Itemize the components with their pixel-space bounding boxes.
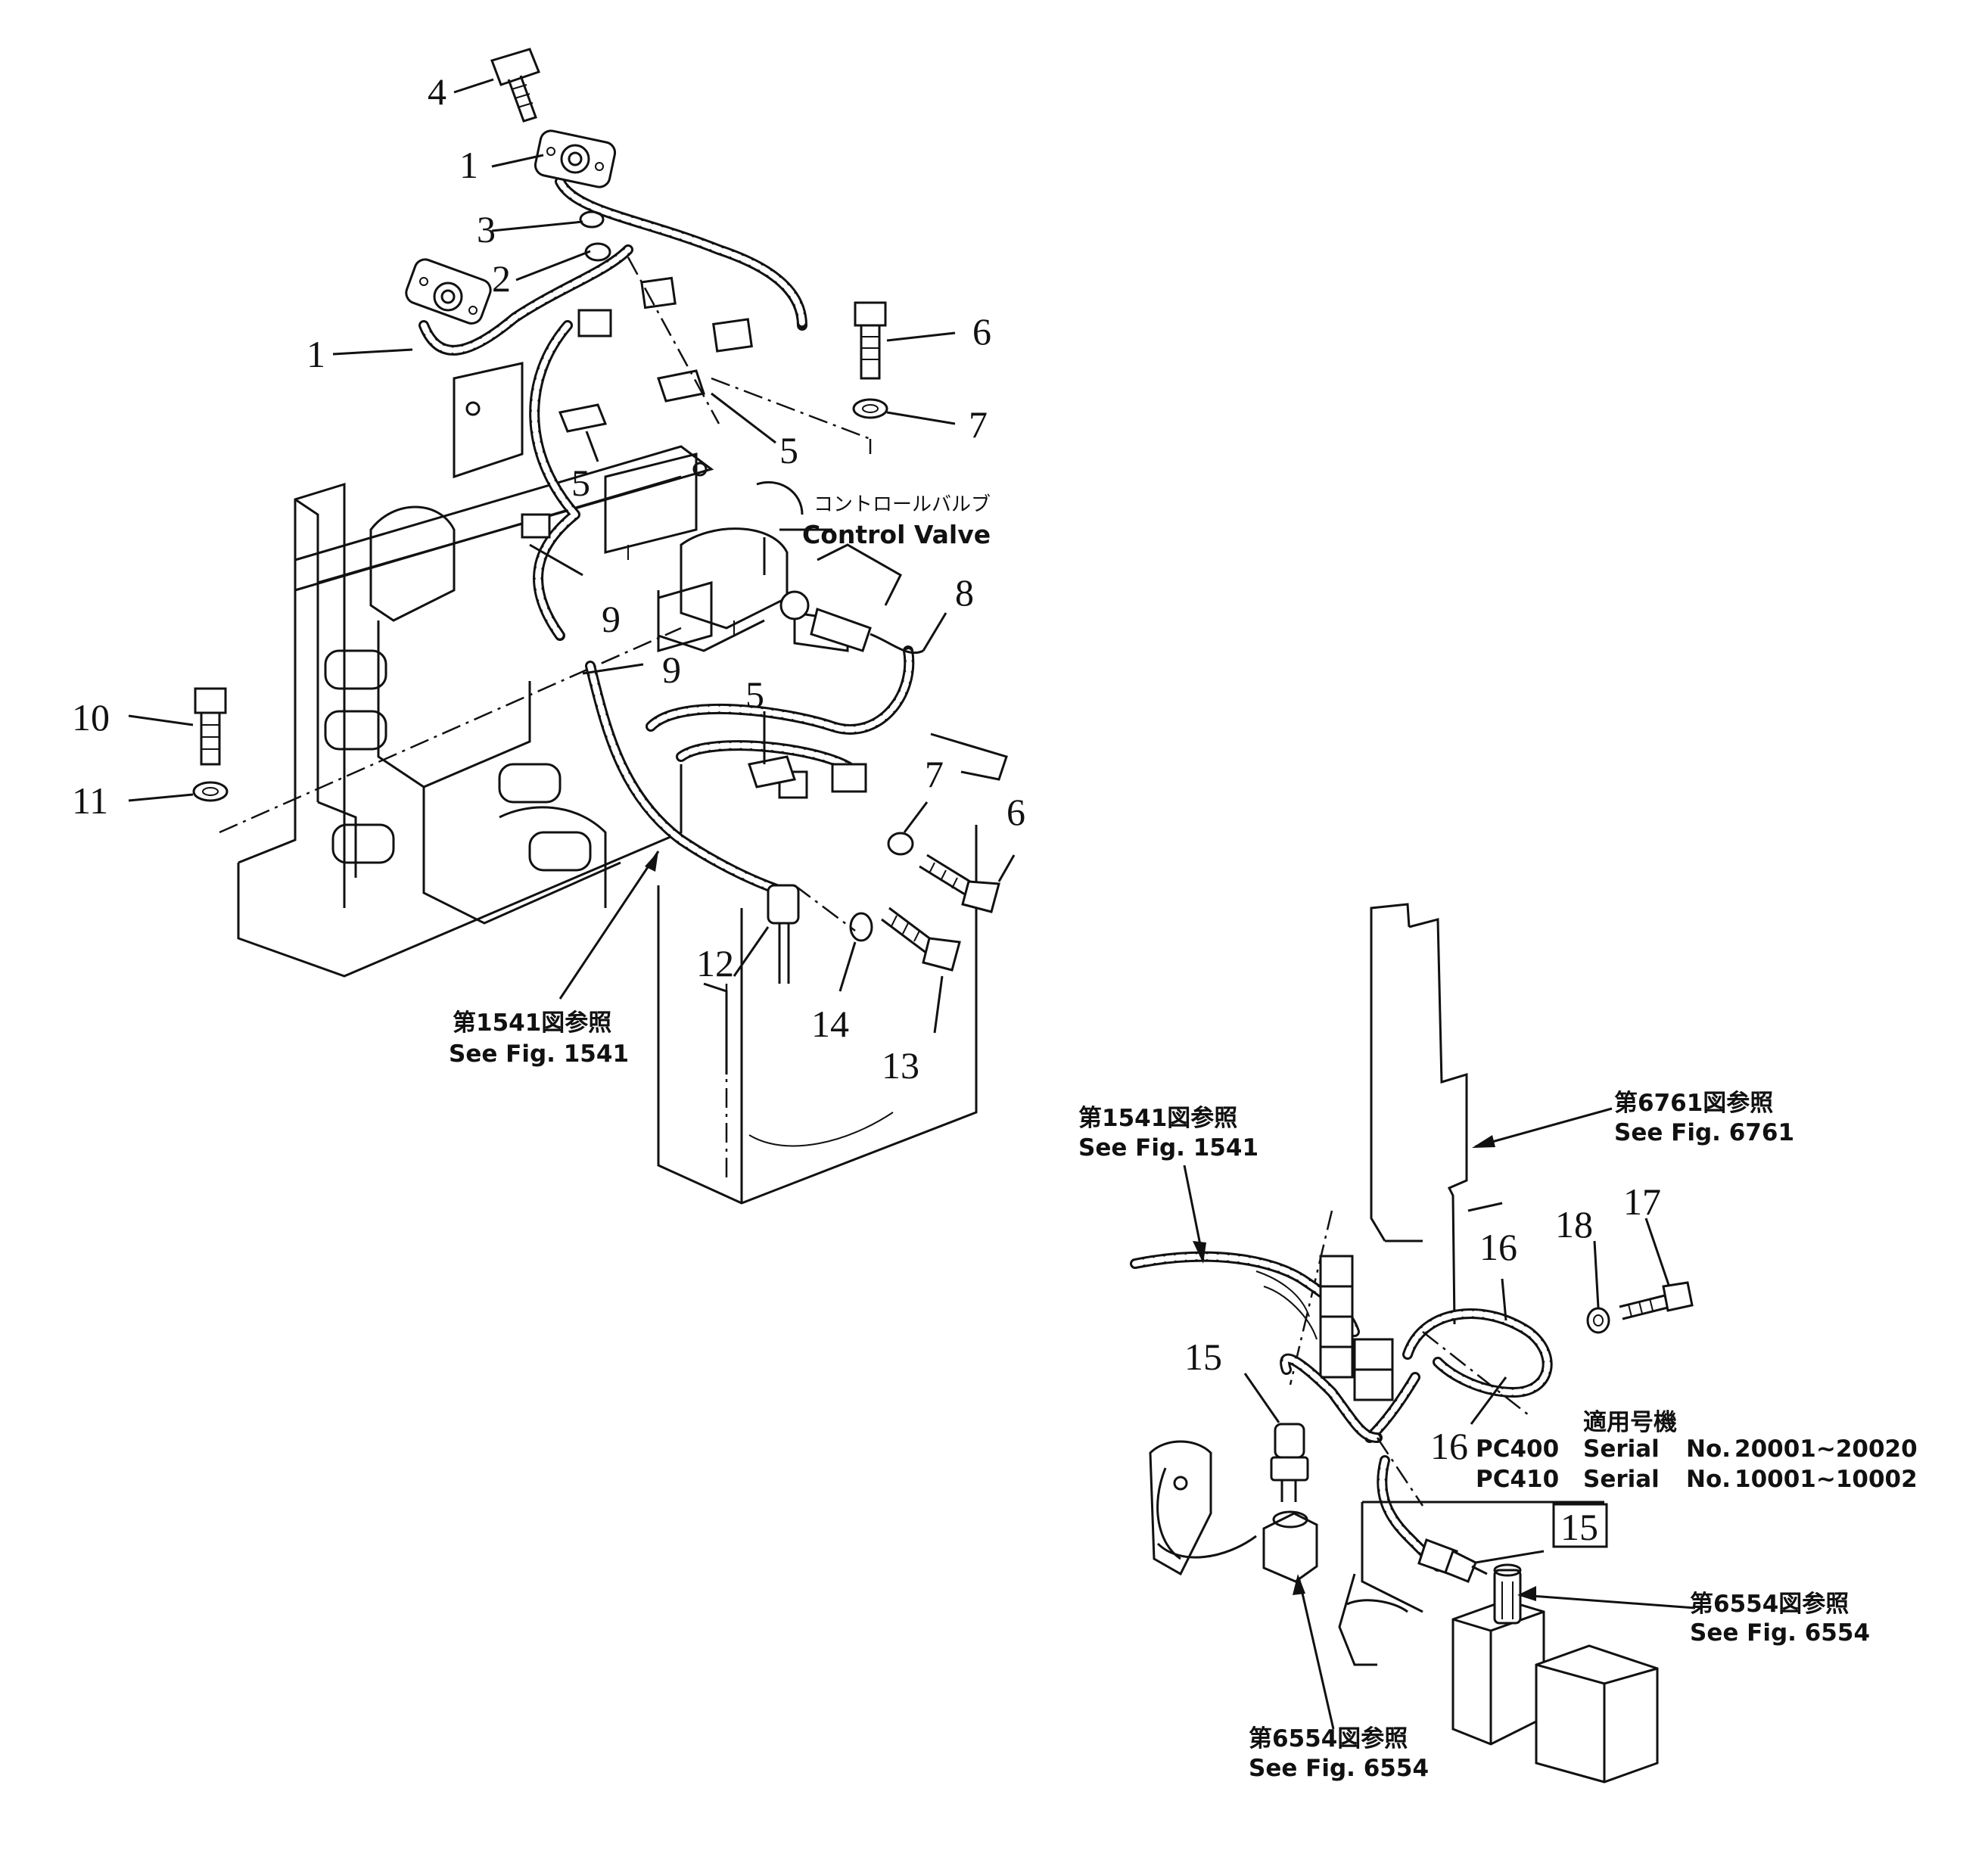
callout-14: 14 (811, 1003, 849, 1045)
callout-6-top: 6 (972, 310, 991, 353)
applicability-row-2-serial: Serial (1583, 1466, 1660, 1493)
callout-15-upper: 15 (1184, 1336, 1222, 1378)
pressure-sensor-15-upper (1270, 1423, 1309, 1502)
bolt-10 (194, 687, 227, 766)
callout-2: 2 (492, 257, 511, 300)
control-valve-en: Control Valve (802, 520, 991, 549)
ref-6761-jp: 第6761図参照 (1614, 1090, 1773, 1117)
ref-6761-en: See Fig. 6761 (1614, 1119, 1794, 1146)
callout-15-lower: 15 (1560, 1506, 1598, 1548)
control-valve-jp: コントロールバルブ (814, 493, 991, 516)
callout-1-left: 1 (306, 333, 325, 375)
callout-3: 3 (477, 208, 496, 250)
callout-5-lower: 5 (745, 673, 764, 716)
callout-7-top: 7 (969, 403, 988, 446)
pressure-sensor-left (405, 258, 492, 325)
upper-assembly (192, 48, 1008, 1205)
notes-lower: 第6761図参照 See Fig. 6761 第1541図参照 See Fig.… (1078, 1090, 1918, 1782)
leader-lines-lower (1183, 1107, 1696, 1730)
lower-assembly (1130, 903, 1694, 1784)
applicability-row-2-range: 10001~10002 (1734, 1466, 1918, 1493)
applicability-row-2-no: No. (1686, 1466, 1731, 1493)
ref-1541-top-en: See Fig. 1541 (449, 1040, 629, 1068)
applicability-heading: 適用号機 (1583, 1409, 1677, 1436)
bolt-13 (881, 907, 961, 972)
applicability-row-1-model: PC400 (1476, 1435, 1559, 1463)
ref-1541-bottom-jp: 第1541図参照 (1078, 1105, 1237, 1132)
callout-12: 12 (696, 942, 734, 984)
callouts-lower: 16 18 17 15 16 15 (1184, 1180, 1661, 1548)
pressure-sensor-15-lower (1417, 1538, 1488, 1583)
pressure-switch-8 (810, 608, 924, 655)
applicability-row-1-serial: Serial (1583, 1435, 1660, 1463)
notes-upper: コントロールバルブ Control Valve 第1541図参照 See Fig… (449, 493, 991, 1068)
bolt-6-right (919, 854, 1000, 913)
callout-18: 18 (1555, 1203, 1593, 1246)
callout-6-lower: 6 (1006, 791, 1025, 833)
ref-1541-top-jp: 第1541図参照 (453, 1009, 611, 1037)
ref-6554-right-en: See Fig. 6554 (1690, 1619, 1870, 1647)
leader-lines-upper (128, 78, 1016, 1034)
bolt-6-top (854, 301, 887, 380)
callout-1-top: 1 (459, 144, 478, 186)
applicability-row-2-model: PC410 (1476, 1466, 1559, 1493)
callout-10: 10 (72, 696, 110, 739)
applicability-row-1-no: No. (1686, 1435, 1731, 1463)
bolt-4 (490, 48, 540, 123)
callout-16-lower: 16 (1430, 1425, 1468, 1467)
callout-13: 13 (882, 1044, 919, 1087)
ref-6554-right-jp: 第6554図参照 (1690, 1591, 1849, 1618)
callout-17: 17 (1623, 1180, 1661, 1223)
callout-9-upper: 9 (602, 598, 621, 640)
ref-6554-bottom-jp: 第6554図参照 (1249, 1725, 1408, 1752)
callout-11: 11 (72, 779, 108, 822)
ref-1541-bottom-en: See Fig. 1541 (1078, 1134, 1258, 1162)
callout-4: 4 (428, 70, 446, 113)
bolt-17 (1619, 1281, 1694, 1320)
applicability-row-1-range: 20001~20020 (1734, 1435, 1918, 1463)
pressure-sensor-top (534, 129, 617, 188)
callout-9-lower: 9 (662, 648, 681, 691)
callout-5-left: 5 (571, 462, 590, 504)
ref-6554-bottom-en: See Fig. 6554 (1249, 1755, 1429, 1782)
callout-16-upper: 16 (1479, 1226, 1517, 1268)
callout-8: 8 (955, 571, 974, 614)
callout-7-lower: 7 (925, 753, 944, 795)
callouts-upper: 4 1 3 2 1 6 7 5 5 9 9 8 5 10 11 7 6 12 1… (72, 70, 1025, 1087)
callout-5-right: 5 (779, 429, 798, 471)
